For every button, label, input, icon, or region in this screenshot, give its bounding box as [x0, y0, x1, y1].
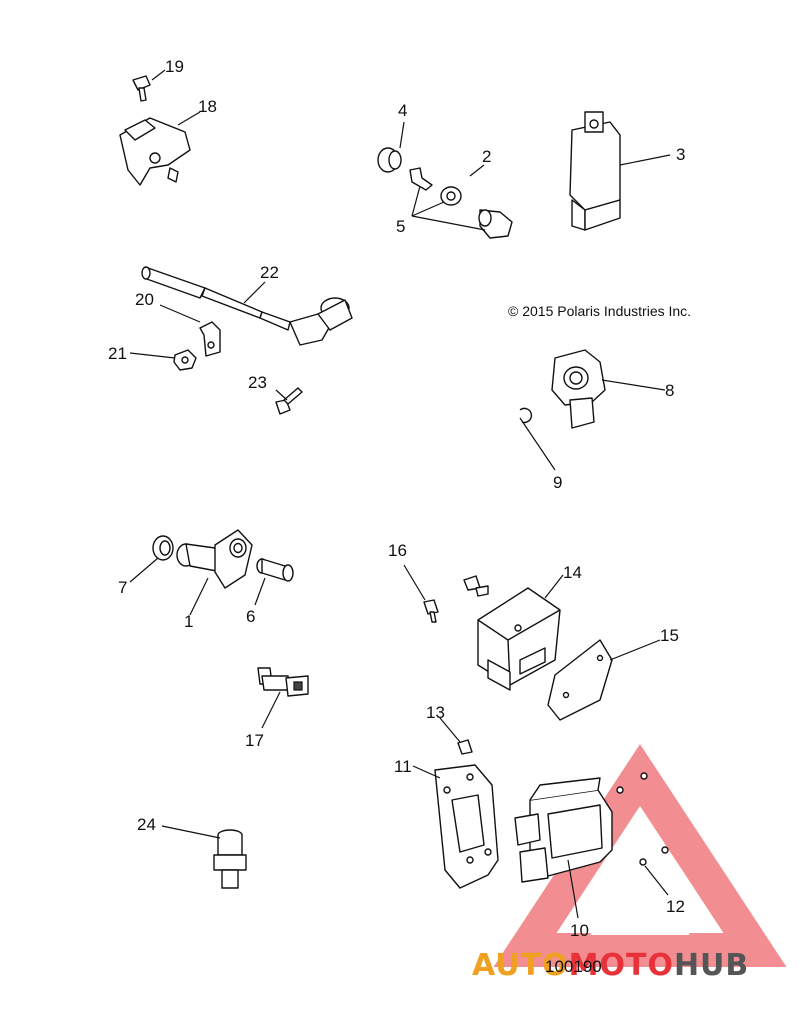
part-2-washer — [440, 186, 462, 206]
callout-15: 15 — [660, 626, 679, 645]
part-5-clip — [409, 167, 433, 191]
figure-id: 100190 — [545, 957, 602, 976]
callout-8: 8 — [665, 381, 674, 400]
part-22-speed-sensor — [141, 266, 353, 346]
callout-5: 5 — [396, 217, 405, 236]
callout-21: 21 — [108, 344, 127, 363]
watermark-text: AUTOMOTOHUB — [472, 948, 749, 983]
callout-4: 4 — [398, 101, 407, 120]
part-13-bolt — [457, 739, 473, 755]
part-10-ecu — [514, 777, 613, 883]
part-12-screws — [616, 772, 669, 866]
callout-22: 22 — [260, 263, 279, 282]
callout-16: 16 — [388, 541, 407, 560]
part-6-bolt — [256, 558, 294, 582]
part-18-map-sensor — [119, 117, 191, 186]
part-3-module — [569, 111, 621, 231]
part-17-temp-sensor — [257, 667, 309, 697]
part-8-knock-sensor — [551, 349, 606, 429]
callout-10: 10 — [570, 921, 589, 940]
callout-23: 23 — [248, 373, 267, 392]
callout-1: 1 — [184, 612, 193, 631]
part-11-bracket — [434, 764, 499, 889]
callout-13: 13 — [426, 703, 445, 722]
callout-9: 9 — [553, 473, 562, 492]
part-5-sensor — [478, 209, 513, 239]
part-9-clip — [519, 407, 533, 424]
callout-19: 19 — [165, 57, 184, 76]
callout-24: 24 — [137, 815, 156, 834]
callout-7: 7 — [118, 578, 127, 597]
part-14-module — [463, 575, 561, 691]
part-23-bolt — [275, 387, 303, 415]
callout-2: 2 — [482, 147, 491, 166]
part-24-pressure-sensor — [213, 829, 247, 889]
part-16-bolt — [423, 599, 439, 623]
callout-3: 3 — [676, 145, 685, 164]
part-20-bracket — [199, 321, 221, 357]
part-21-nut — [173, 349, 197, 371]
copyright-text: © 2015 Polaris Industries Inc. — [508, 303, 691, 319]
part-1-cam-sensor — [176, 529, 253, 589]
callout-11: 11 — [394, 757, 412, 776]
callout-12: 12 — [666, 897, 685, 916]
callout-20: 20 — [135, 290, 154, 309]
part-7-oring — [152, 535, 174, 561]
callout-18: 18 — [198, 97, 217, 116]
callout-17: 17 — [245, 731, 264, 750]
part-4-cap — [377, 147, 402, 173]
callout-6: 6 — [246, 607, 255, 626]
part-15-gasket — [547, 639, 613, 721]
callout-14: 14 — [563, 563, 582, 582]
part-19-bolt — [132, 75, 151, 102]
